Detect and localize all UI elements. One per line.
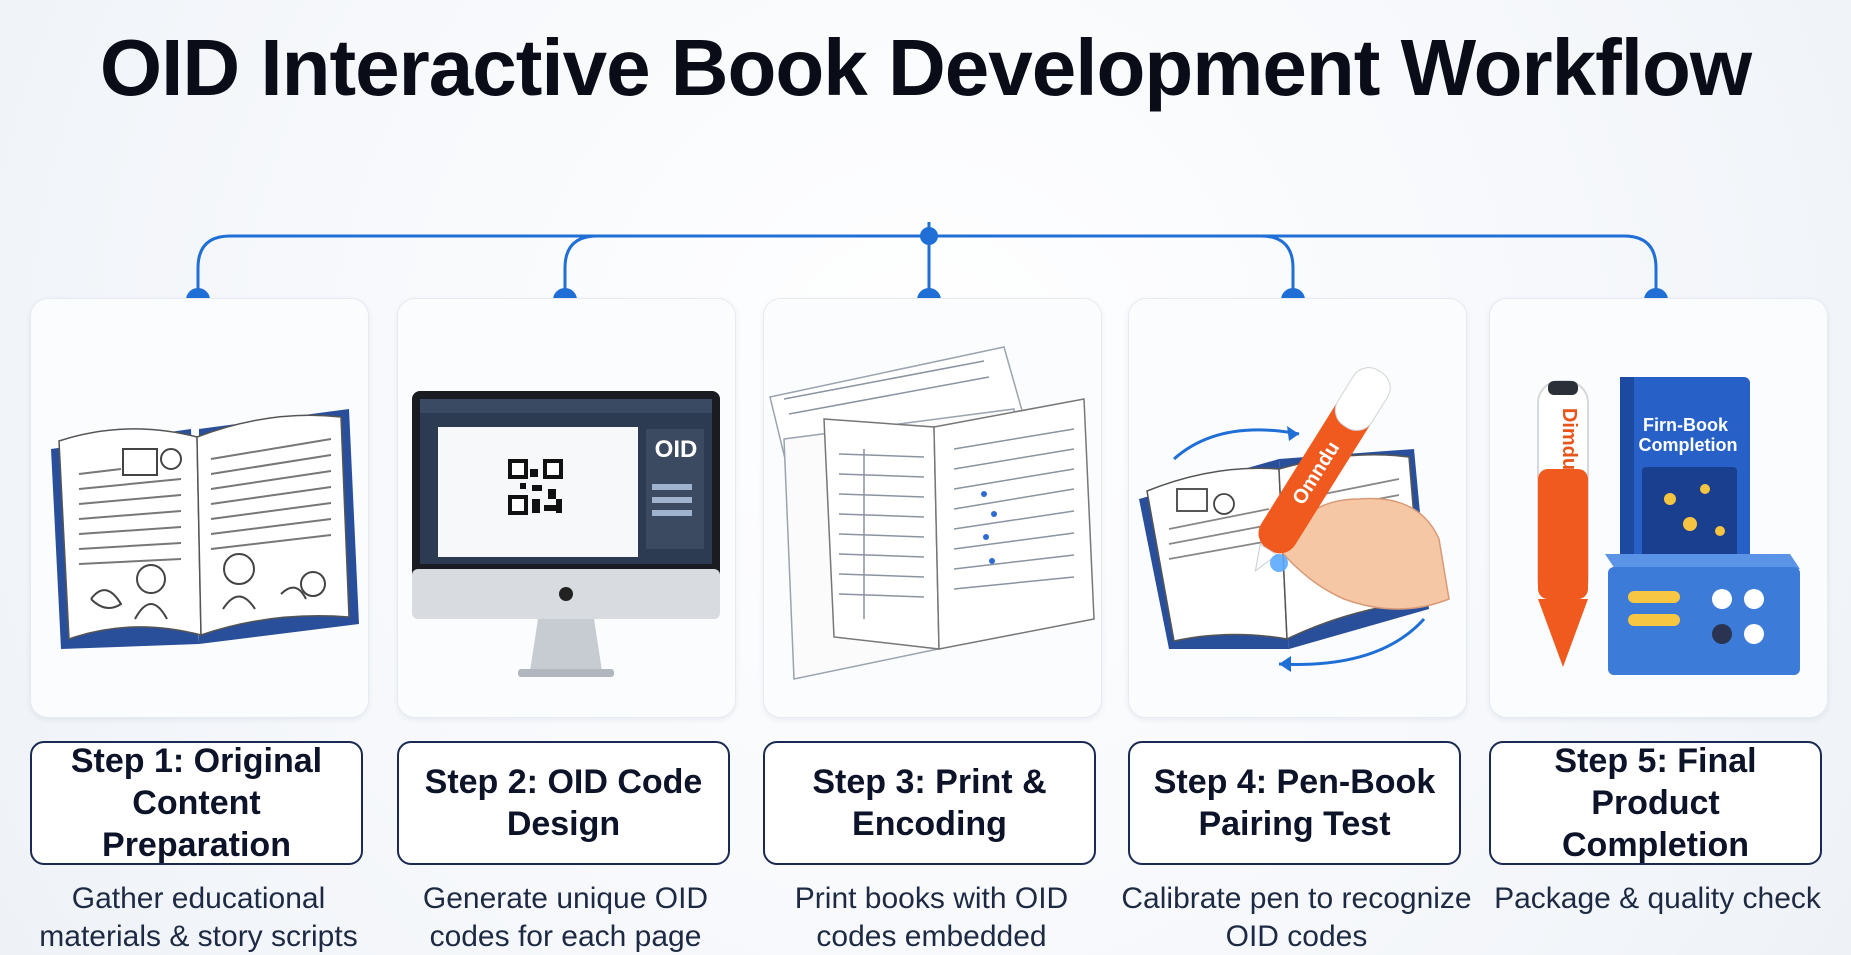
step-4: Omndu Step 4: Pen-Book Pairing Test Cali…: [1121, 298, 1472, 955]
book-cover: Firn-Book Completion: [1620, 377, 1750, 567]
step-1: Step 1: Original Content Preparation Gat…: [30, 298, 369, 955]
final-product-icon: Dimdu Firn-Book Completion: [1537, 377, 1800, 675]
page-title: OID Interactive Book Development Workflo…: [99, 23, 1752, 112]
step-2-description: Generate unique OID codes for each page: [422, 882, 709, 953]
scan-point-icon: [1270, 554, 1288, 572]
open-book-icon: [51, 409, 359, 649]
step-4-illustration-card: Omndu: [1128, 298, 1467, 718]
connector-lines: [196, 222, 1658, 300]
step-5-illustration-card: Dimdu Firn-Book Completion: [1489, 298, 1828, 718]
step-4-description: Calibrate pen to recognize OID codes: [1121, 882, 1472, 953]
step-1-label: Step 1: Original Content Preparation: [30, 741, 363, 865]
step-4-label: Step 4: Pen-Book Pairing Test: [1128, 741, 1461, 865]
screen-oid-label: OID: [655, 436, 698, 463]
package-box: [1605, 554, 1800, 675]
step-5-description: Package & quality check: [1494, 882, 1821, 915]
step-1-illustration-card: [30, 298, 369, 718]
step-3-illustration-card: [763, 298, 1102, 718]
book-cover-title: Firn-Book Completion: [1639, 415, 1738, 455]
step-5-label: Step 5: Final Product Completion: [1489, 741, 1822, 865]
step-2-illustration-card: OID: [397, 298, 736, 718]
apple-logo-icon: [559, 587, 573, 601]
step-5: Dimdu Firn-Book Completion: [1489, 298, 1828, 955]
monitor-icon: OID: [412, 391, 720, 677]
step-3: Step 3: Print & Encoding Print books wit…: [763, 298, 1102, 955]
pen-label: Dimdu: [1558, 408, 1580, 470]
pen-icon: Omndu: [1254, 367, 1391, 572]
step-2-label: Step 2: OID Code Design: [397, 741, 730, 865]
pen-book-pairing-icon: Omndu: [1139, 367, 1450, 672]
step-1-description: Gather educational materials & story scr…: [39, 882, 358, 953]
step-3-label: Step 3: Print & Encoding: [763, 741, 1096, 865]
pen-icon: Dimdu: [1537, 380, 1589, 667]
printed-sheets-icon: [769, 346, 1095, 680]
step-3-description: Print books with OID codes embedded: [794, 882, 1069, 953]
step-2: OID Step 2: OID Code Design Generate uni…: [397, 298, 736, 955]
connector-hub-dot: [920, 227, 938, 245]
